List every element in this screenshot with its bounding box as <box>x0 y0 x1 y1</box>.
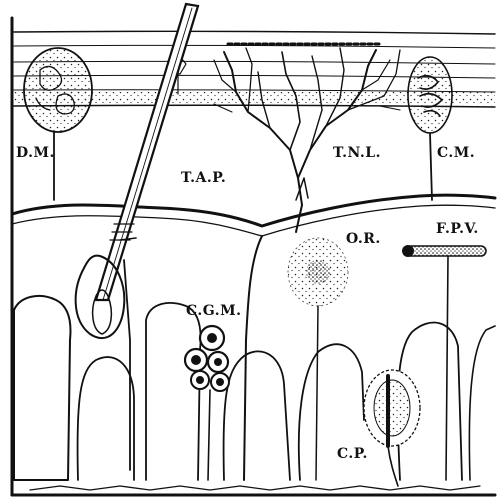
membrane-boundary <box>12 195 495 480</box>
cm-structure <box>408 57 452 200</box>
label-tnl: T.N.L. <box>333 146 381 160</box>
fpv-structure <box>402 245 486 480</box>
dm-structure <box>24 48 92 200</box>
label-tap: T.A.P. <box>181 171 226 185</box>
bottom-edge <box>30 486 480 490</box>
or-structure <box>288 238 348 480</box>
cp-structure <box>364 370 420 486</box>
cgm-structure <box>185 326 229 480</box>
label-fpv: F.P.V. <box>436 222 479 236</box>
label-dm: D.M. <box>16 146 55 160</box>
label-or: O.R. <box>346 232 381 246</box>
label-cp: C.P. <box>337 447 368 461</box>
label-cm: C.M. <box>437 146 475 160</box>
papillae <box>14 296 495 480</box>
tnl-branching-network <box>214 44 400 232</box>
label-cgm: C.G.M. <box>186 304 241 318</box>
